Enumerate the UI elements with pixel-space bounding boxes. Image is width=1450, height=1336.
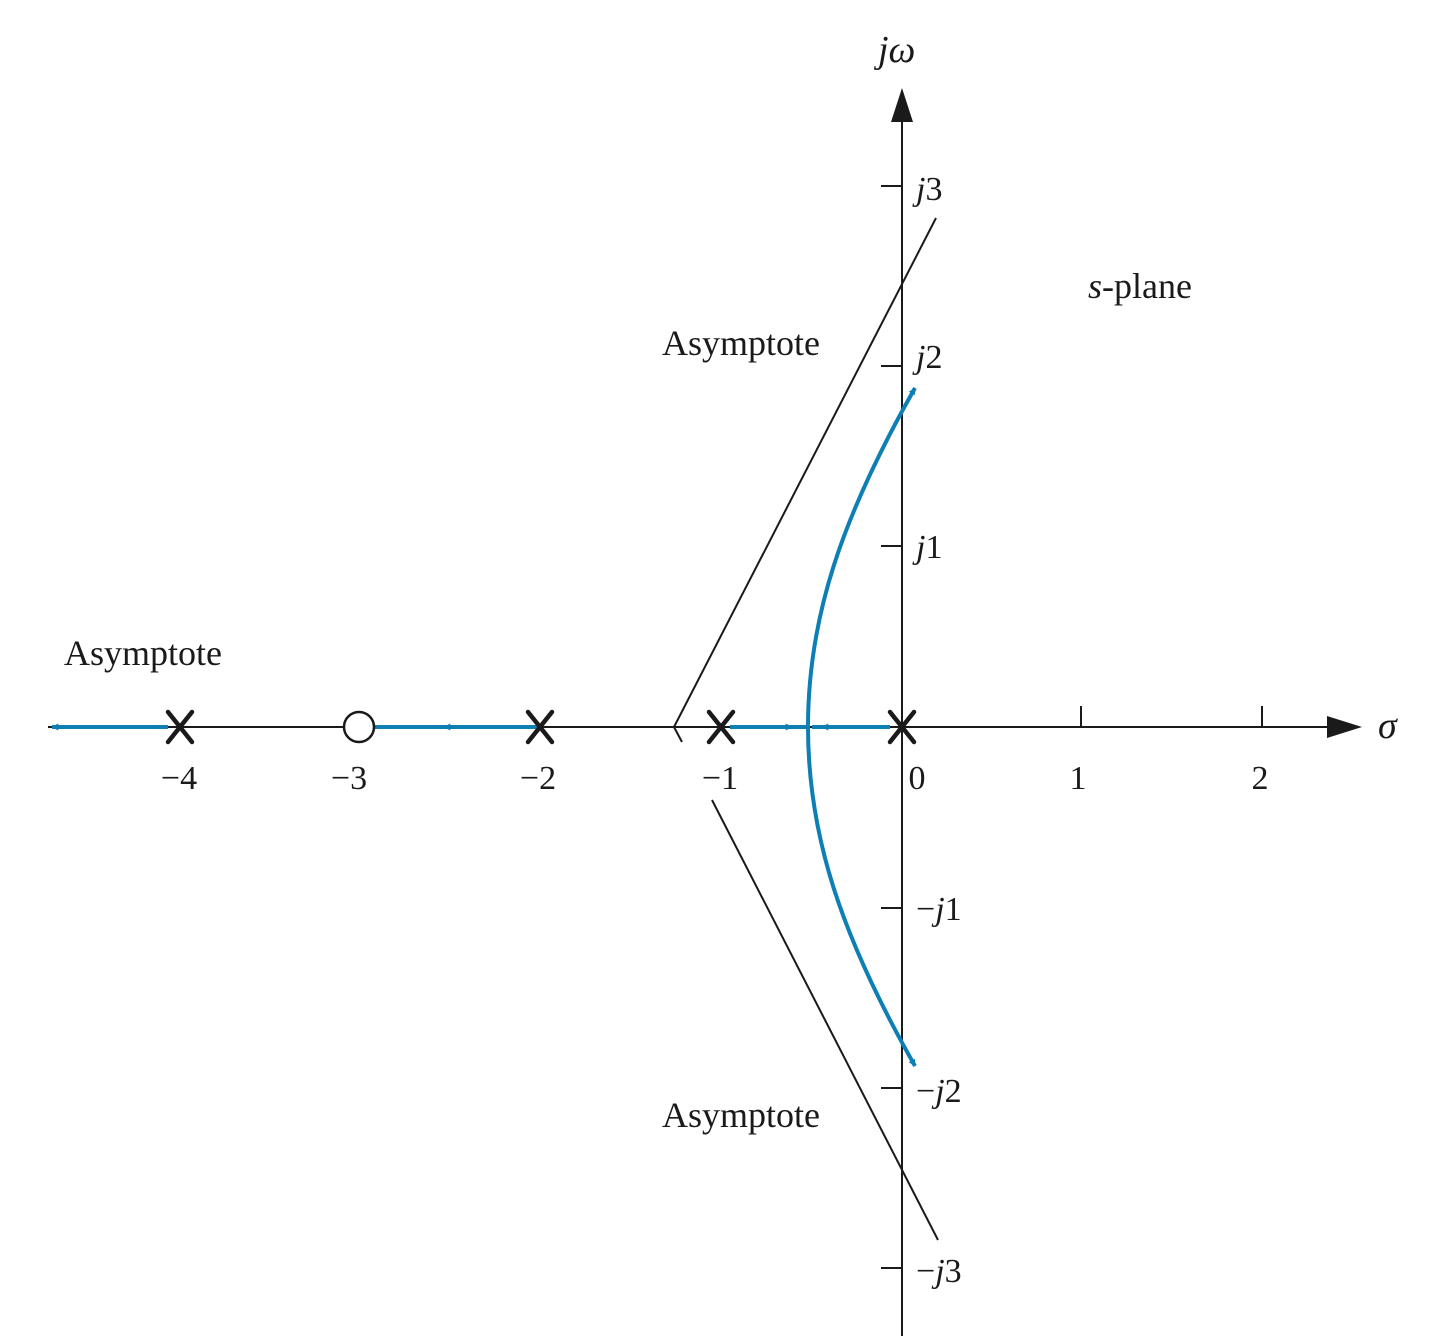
y-tick-label--j3: −j3: [916, 1253, 962, 1290]
asymptote-upper-line: [673, 217, 937, 728]
x-tick-label--1: −1: [702, 760, 738, 797]
asymptotes: [673, 217, 939, 1241]
real-axis-arrowhead: [1327, 716, 1362, 738]
x-tick-label-1: 1: [1070, 760, 1087, 797]
s-plane-label: s-plane: [1088, 266, 1192, 306]
x-tick-label-2: 2: [1252, 760, 1269, 797]
asymptote-lower-line: [673, 726, 683, 743]
y-tick-label-j2: j2: [912, 339, 942, 376]
pole-at-minus-4: [165, 709, 195, 745]
asymptote-label-real: Asymptote: [64, 633, 222, 673]
asymptote-lower-line-segment: [711, 799, 939, 1241]
x-tick-labels: −4 −3 −2 −1 0 1 2: [161, 760, 1269, 797]
locus-branch-lower: [806, 726, 917, 1067]
locus-branch-upper: [806, 387, 917, 728]
imaginary-axis-arrowhead: [891, 88, 913, 122]
axes: σ jω: [48, 29, 1398, 1336]
asymptote-label-lower: Asymptote: [662, 1095, 820, 1135]
open-loop-poles: [165, 709, 917, 745]
x-tick-label-0: 0: [909, 760, 926, 797]
imaginary-axis-label: jω: [873, 29, 915, 71]
x-tick-label--2: −2: [520, 760, 556, 797]
x-tick-label--4: −4: [161, 760, 197, 797]
x-tick-label--3: −3: [331, 760, 367, 797]
y-tick-label--j2: −j2: [916, 1073, 962, 1110]
y-tick-label--j1: −j1: [916, 891, 962, 928]
y-tick-labels: j3 j2 j1 −j1 −j2 −j3: [912, 171, 962, 1290]
pole-at-minus-2: [525, 709, 555, 745]
y-tick-label-j3: j3: [912, 171, 942, 208]
pole-at-0: [887, 709, 917, 745]
real-axis-label: σ: [1378, 705, 1398, 747]
x-ticks: [1080, 706, 1263, 727]
asymptote-label-upper: Asymptote: [662, 323, 820, 363]
root-locus-branches: [51, 387, 917, 1067]
y-tick-label-j1: j1: [912, 529, 942, 566]
zero-at-minus-3: [342, 710, 376, 744]
pole-at-minus-1: [706, 709, 736, 745]
y-ticks: [881, 185, 902, 1269]
